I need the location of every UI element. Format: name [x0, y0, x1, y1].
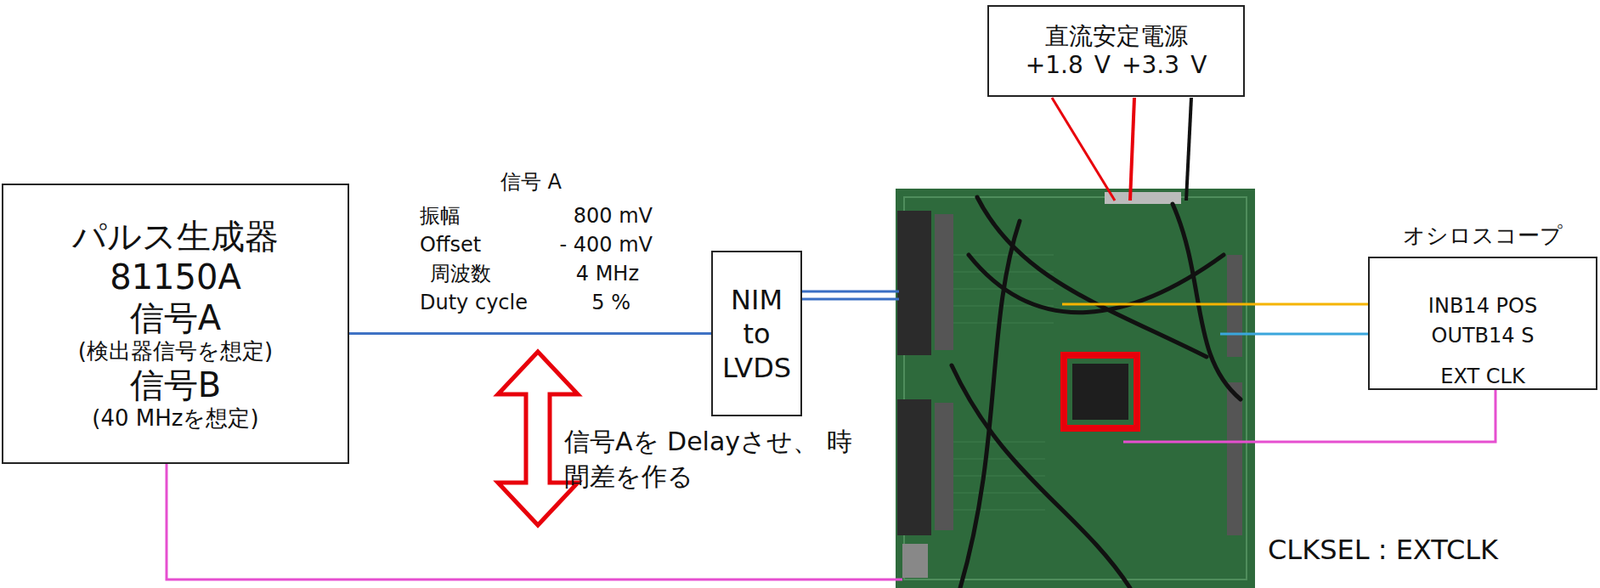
signal-cable — [349, 332, 712, 335]
board-pcb — [895, 188, 1256, 588]
input-connector — [897, 210, 932, 356]
power-wire — [1130, 97, 1135, 201]
signal-name: 信号A — [130, 297, 221, 339]
signal-name: 信号B — [130, 364, 221, 406]
input-connector — [897, 399, 932, 536]
pin-header — [934, 214, 954, 351]
lemo-connector — [902, 543, 928, 578]
pulse-generator-box: パルス生成器81150A信号A(検出器信号を想定)信号B(40 MHzを想定) — [1, 183, 350, 464]
power-terminal — [1104, 192, 1182, 204]
pin-header — [1226, 382, 1243, 536]
signal-note: (検出器信号を想定) — [78, 338, 273, 365]
parameter-value: 800 mV — [573, 203, 653, 229]
channel-name: EXT CLK — [1369, 364, 1596, 390]
probe-wire — [1220, 333, 1386, 336]
test-board — [895, 188, 1256, 588]
chip-highlight — [1063, 355, 1137, 429]
parameter-value: 5 % — [591, 290, 631, 316]
lvds-cable — [802, 291, 899, 300]
pin-header — [1226, 254, 1243, 357]
parameter-name: Offset — [419, 232, 481, 258]
parameter-name: 周波数 — [429, 261, 492, 287]
parameter-value: - 400 mV — [559, 232, 653, 258]
asic-chip — [1072, 363, 1129, 420]
voltage-label: +1.8 V +3.3 V — [1025, 50, 1208, 80]
model-number: 81150A — [109, 256, 242, 298]
setting-note: CLKSEL : EXTCLK — [1267, 533, 1499, 566]
device-title: オシロスコープ — [1369, 222, 1596, 249]
parameter-name: Duty cycle — [419, 290, 528, 316]
delay-note: 信号Aを Delayさせ、 時間差を作る — [564, 424, 858, 494]
probe-wire — [1062, 303, 1386, 306]
parameter-value: 4 MHz — [576, 261, 639, 287]
channel-name: INB14 POS — [1369, 293, 1596, 319]
pin-header — [934, 402, 954, 531]
signal-title: 信号 A — [500, 169, 562, 195]
probe-cables — [951, 197, 1241, 588]
signal-note: (40 MHzを想定) — [91, 405, 259, 432]
clock-wire — [1123, 390, 1496, 442]
parameter-name: 振幅 — [419, 203, 461, 229]
channel-name: OUTB14 S — [1369, 323, 1596, 349]
oscilloscope-box: オシロスコープINB14 POSOUTB14 SEXT CLK — [1368, 256, 1598, 391]
device-title: 直流安定電源 — [1045, 22, 1188, 51]
converter-box: NIM to LVDS — [711, 250, 803, 417]
process-box-label: NIM to LVDS — [722, 282, 792, 385]
power-supply-box: 直流安定電源+1.8 V +3.3 V — [987, 5, 1245, 97]
power-wire — [1051, 97, 1115, 201]
device-title: パルス生成器 — [72, 215, 279, 257]
ground-wire — [1186, 97, 1192, 201]
